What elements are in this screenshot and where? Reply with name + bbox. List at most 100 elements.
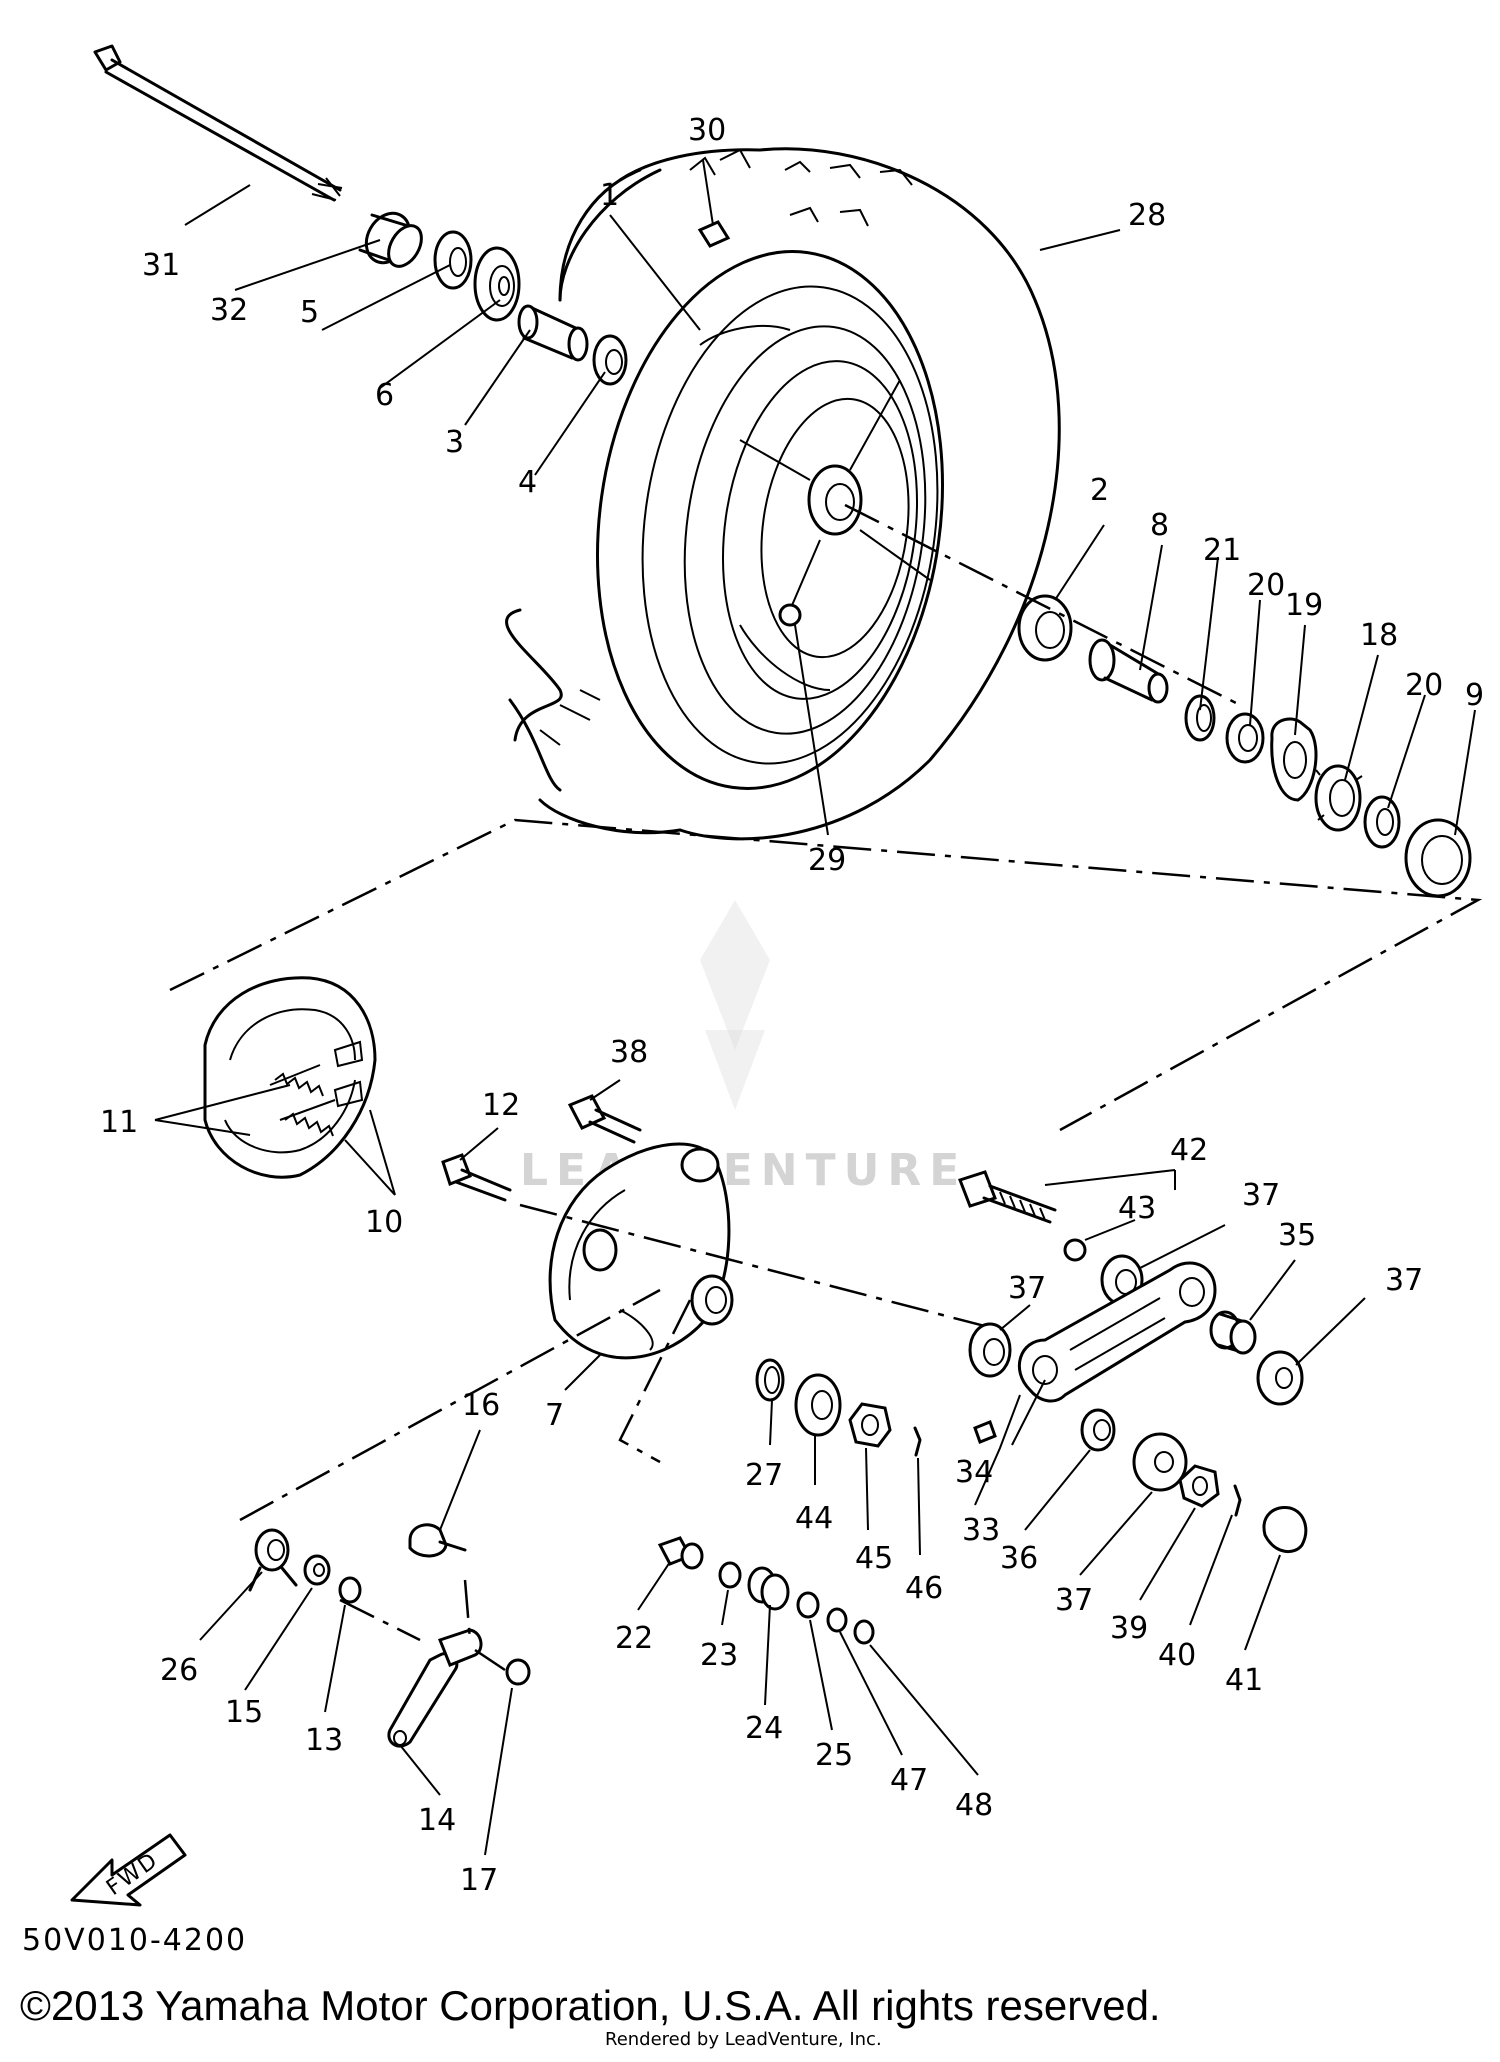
washer-23 xyxy=(718,1561,742,1589)
valve-30 xyxy=(697,220,731,248)
spacer-3 xyxy=(517,304,589,362)
callout-40: 40 xyxy=(1158,1638,1196,1673)
callout-20a: 20 xyxy=(1247,568,1285,603)
callout-10: 10 xyxy=(365,1205,403,1240)
o-ring-27 xyxy=(755,1358,785,1402)
callout-11: 11 xyxy=(100,1105,138,1140)
plate-19 xyxy=(1270,717,1318,802)
copyright-notice: ©2013 Yamaha Motor Corporation, U.S.A. A… xyxy=(20,1982,1161,2029)
callout-36: 36 xyxy=(1000,1541,1038,1576)
callout-18: 18 xyxy=(1360,618,1398,653)
lever-link-line xyxy=(239,1288,661,1522)
brake-panel-7 xyxy=(548,1142,734,1360)
callout-17: 17 xyxy=(460,1863,498,1898)
collar-43 xyxy=(1063,1238,1087,1262)
axle-shaft xyxy=(93,44,343,202)
callout-3: 3 xyxy=(445,425,464,460)
callout-46: 46 xyxy=(905,1571,943,1606)
assembly-boundary xyxy=(169,818,1483,1132)
tire-28 xyxy=(505,147,1061,841)
callout-5: 5 xyxy=(300,295,319,330)
callout-23: 23 xyxy=(700,1638,738,1673)
callout-48: 48 xyxy=(955,1788,993,1823)
lever-assembly-lines xyxy=(339,1579,506,1672)
collar-5 xyxy=(433,230,473,290)
washer-47 xyxy=(826,1607,848,1633)
collar-35 xyxy=(1209,1310,1257,1355)
cam-12 xyxy=(441,1153,512,1202)
callout-30: 30 xyxy=(688,113,726,148)
spacer-32 xyxy=(358,211,423,268)
bushing-24 xyxy=(747,1566,790,1611)
callout-1: 1 xyxy=(600,178,619,213)
bolt-16 xyxy=(408,1523,467,1558)
nut-17 xyxy=(505,1658,531,1686)
bolt-link-line xyxy=(618,1299,692,1464)
callout-14: 14 xyxy=(418,1803,456,1838)
callout-27: 27 xyxy=(745,1458,783,1493)
leadventure-watermark: LEADVENTURE xyxy=(520,900,959,1196)
cam-centerline xyxy=(519,1203,1001,1332)
washer-37-lower xyxy=(1132,1432,1188,1492)
spring-26 xyxy=(248,1528,298,1592)
callout-28: 28 xyxy=(1128,198,1166,233)
torque-arm xyxy=(1017,1261,1217,1403)
callout-16: 16 xyxy=(462,1388,500,1423)
bearing-2 xyxy=(1017,594,1073,662)
cotter-pin-40 xyxy=(1233,1484,1242,1517)
callout-47: 47 xyxy=(890,1763,928,1798)
washer-20-left xyxy=(1225,712,1265,764)
callout-12: 12 xyxy=(482,1088,520,1123)
callout-6: 6 xyxy=(375,378,394,413)
callout-20b: 20 xyxy=(1405,668,1443,703)
callout-labels: 1 2 3 4 5 6 7 8 9 10 11 12 13 14 15 16 1… xyxy=(100,113,1484,1898)
washer-13 xyxy=(338,1576,362,1604)
callout-45: 45 xyxy=(855,1541,893,1576)
callout-34: 34 xyxy=(955,1455,993,1490)
callout-39: 39 xyxy=(1110,1611,1148,1646)
bolt-22 xyxy=(657,1536,704,1570)
washer-37-right xyxy=(1256,1350,1304,1406)
axle-centerline xyxy=(844,503,1241,707)
callout-41: 41 xyxy=(1225,1663,1263,1698)
callout-38: 38 xyxy=(610,1035,648,1070)
fwd-arrow-icon: FWD xyxy=(70,1833,187,1907)
callout-19: 19 xyxy=(1285,588,1323,623)
clip-48 xyxy=(853,1619,875,1645)
callout-7: 7 xyxy=(545,1398,564,1433)
cotter-pin-46 xyxy=(913,1426,922,1457)
callout-22: 22 xyxy=(615,1621,653,1656)
bolt-38 xyxy=(567,1094,642,1144)
callout-44: 44 xyxy=(795,1501,833,1536)
bolt-42 xyxy=(958,1170,1057,1224)
brake-shoes-10 xyxy=(203,976,377,1179)
washer-25 xyxy=(796,1591,820,1619)
gear-18 xyxy=(1314,764,1363,832)
callout-13: 13 xyxy=(305,1723,343,1758)
callout-37d: 37 xyxy=(1055,1583,1093,1618)
callout-42: 42 xyxy=(1170,1133,1208,1168)
callout-15: 15 xyxy=(225,1695,263,1730)
oil-seal-9 xyxy=(1404,818,1472,898)
circlip-21 xyxy=(1184,694,1216,742)
callout-43: 43 xyxy=(1118,1191,1156,1226)
washer-20-right xyxy=(1363,795,1401,849)
clip-34 xyxy=(973,1420,997,1444)
nut-45 xyxy=(848,1402,892,1448)
callout-33: 33 xyxy=(962,1513,1000,1548)
callout-37c: 37 xyxy=(1385,1263,1423,1298)
callout-9: 9 xyxy=(1465,678,1484,713)
callout-4: 4 xyxy=(518,465,537,500)
rendered-by-notice: Rendered by LeadVenture, Inc. xyxy=(605,2029,882,2050)
callout-26: 26 xyxy=(160,1653,198,1688)
nut-39 xyxy=(1178,1464,1220,1508)
collar-36 xyxy=(1080,1408,1116,1452)
leader-lines xyxy=(154,159,1476,1856)
oil-seal-4 xyxy=(592,334,628,386)
cap-41 xyxy=(1262,1505,1308,1554)
lever-14 xyxy=(387,1628,483,1748)
callout-25: 25 xyxy=(815,1738,853,1773)
callout-37a: 37 xyxy=(1242,1178,1280,1213)
washer-37-mid xyxy=(968,1322,1012,1378)
